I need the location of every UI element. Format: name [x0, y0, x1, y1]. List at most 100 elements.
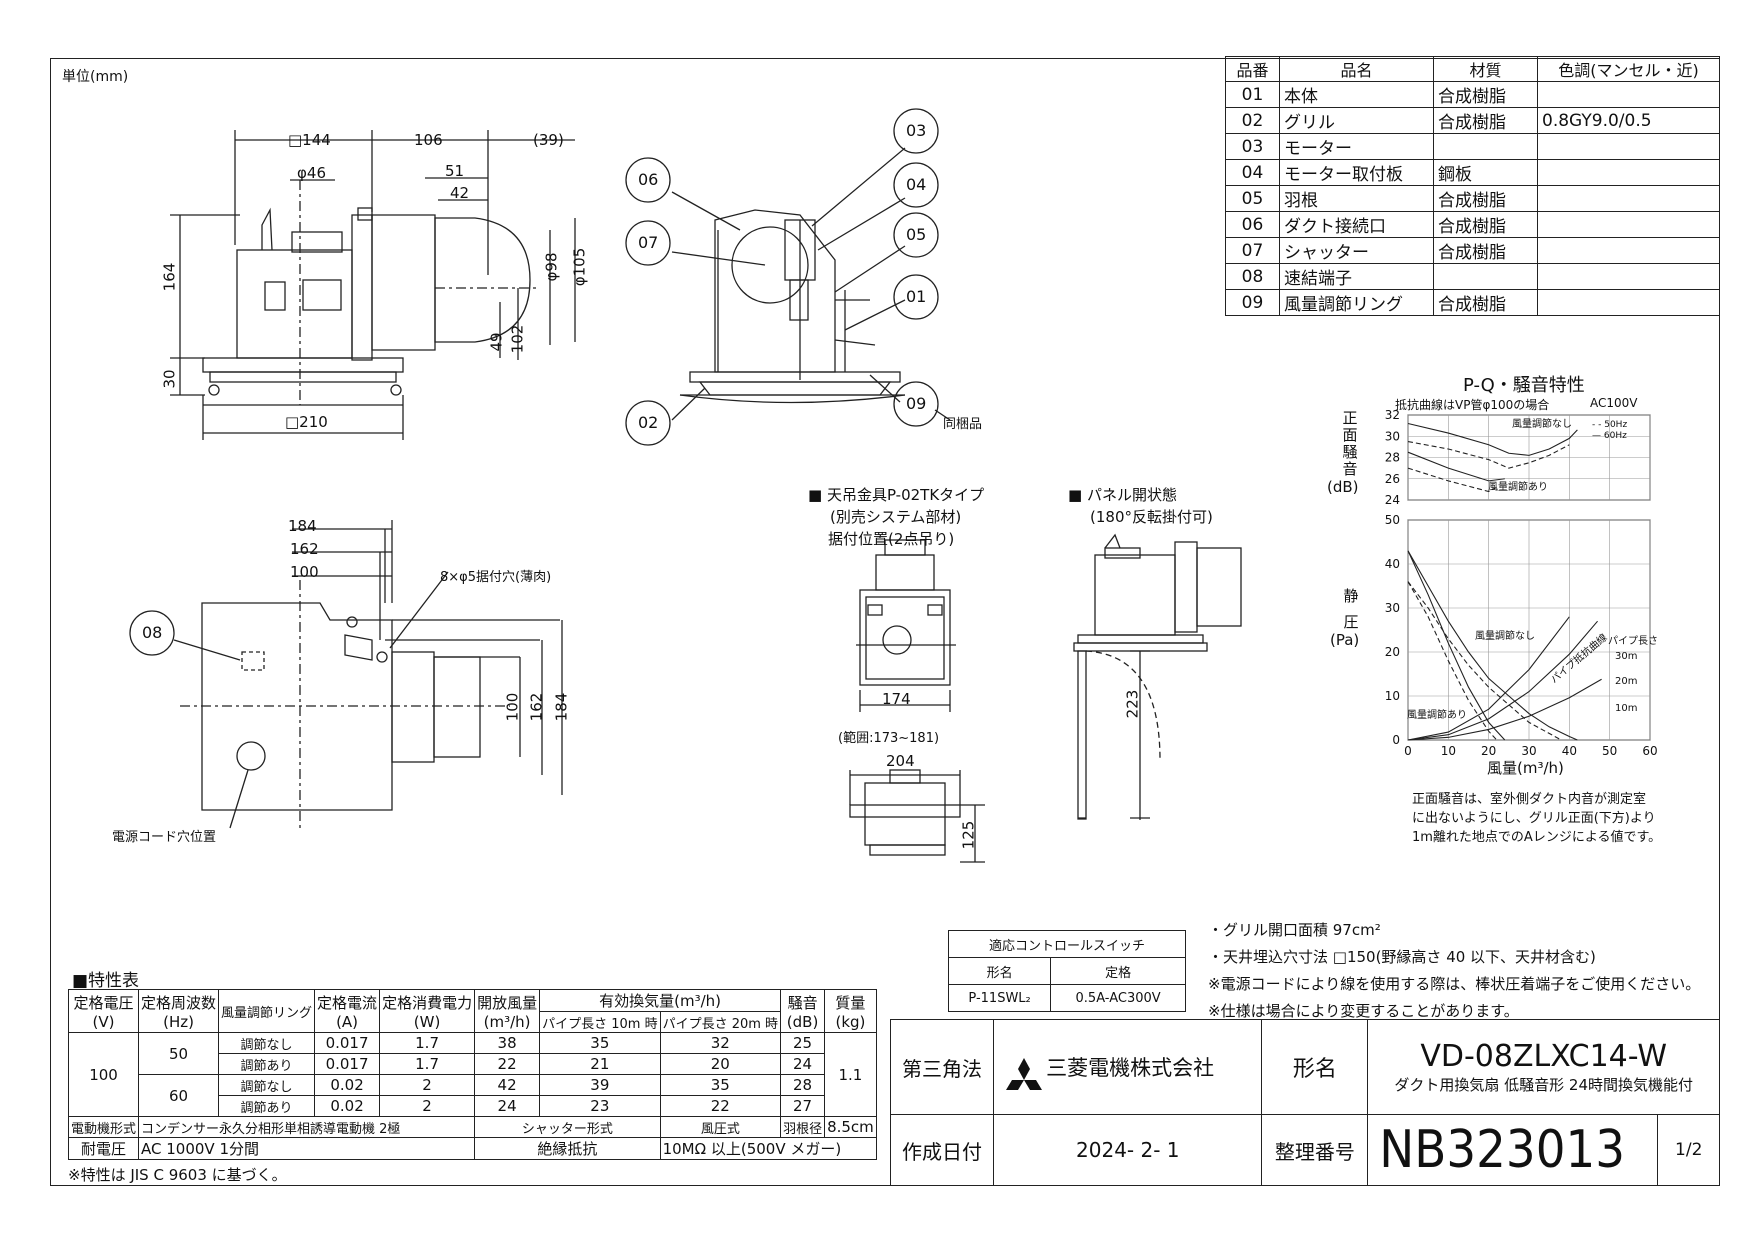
- spec-cell: 20: [659, 1053, 782, 1075]
- pq-pipe-10m: 10m: [1615, 703, 1638, 714]
- parts-cell: [1433, 133, 1538, 160]
- panel-subtitle: (180°反転掛付可): [1090, 508, 1213, 526]
- dim-label: 204: [886, 752, 915, 770]
- spec-insulation-label: 絶縁抵抗: [474, 1137, 661, 1160]
- dim-label: 164: [160, 262, 179, 292]
- table-row: 調節あり 0.017 1.7 22 21 20 24: [69, 1053, 877, 1075]
- spec-freq: 60: [138, 1074, 220, 1117]
- pq-series-line: [1407, 550, 1578, 741]
- parts-cell: 02: [1225, 107, 1280, 134]
- callout-01: 01: [906, 287, 927, 306]
- pq-series-line: [1407, 620, 1598, 741]
- spec-cell: 24: [474, 1095, 541, 1117]
- spec-cell: 0.02: [314, 1095, 381, 1117]
- spec-motor-value: コンデンサー永久分相形単相誘導電動機 2極: [138, 1116, 476, 1138]
- dim-label: □210: [285, 413, 328, 431]
- parts-header-row: 品番 品名 材質 色調(マンセル・近): [1225, 56, 1720, 82]
- spec-header: パイプ長さ 20m 時: [659, 1011, 782, 1033]
- spec-cell: 32: [659, 1032, 782, 1054]
- noise-ytick: 28: [1385, 451, 1400, 465]
- noise-ytick: 26: [1385, 472, 1400, 486]
- spec-cell: 22: [474, 1053, 541, 1075]
- top-view: [129, 520, 563, 830]
- dim-label: φ46: [297, 164, 326, 182]
- spec-voltage: 100: [67, 1032, 140, 1117]
- spec-cell: 0.017: [314, 1032, 381, 1054]
- spec-header: 開放風量(m³/h): [474, 989, 541, 1033]
- table-row: 調節あり 0.02 2 24 23 22 27: [69, 1095, 877, 1117]
- spec-header: 騒音(dB): [780, 989, 826, 1033]
- spec-ring: 調節なし: [218, 1032, 316, 1054]
- pq-ytick: 50: [1385, 513, 1400, 527]
- spec-motor-label: 電動機形式: [67, 1116, 140, 1138]
- pq-series-line: [1407, 581, 1562, 741]
- spec-header: 質量(kg): [824, 989, 877, 1033]
- cord-hole-label: 電源コード穴位置: [112, 830, 217, 845]
- spec-header: 定格消費電力(W): [379, 989, 476, 1033]
- spec-ring: 調節なし: [218, 1074, 316, 1096]
- spec-shutter-label: シャッター形式: [474, 1116, 661, 1138]
- noise-label-adjust: 風量調節あり: [1488, 482, 1548, 493]
- spec-cell: 23: [539, 1095, 661, 1117]
- table-row: 60 調節なし 0.02 2 42 39 35 28: [69, 1074, 877, 1117]
- table-row: 電動機形式 コンデンサー永久分相形単相誘導電動機 2極 シャッター形式 風圧式 …: [67, 1116, 877, 1138]
- pq-pipe-20m: 20m: [1615, 676, 1638, 687]
- spec-header: 定格周波数(Hz): [138, 989, 220, 1033]
- dim-label: 49: [487, 332, 506, 352]
- spec-header: 定格電圧(V): [67, 989, 140, 1033]
- control-col-header: 定格: [1050, 957, 1186, 985]
- spec-header: 風量調節リング: [218, 989, 316, 1033]
- dim-label: 30: [160, 369, 179, 389]
- model-number: VD-08ZLXC14-W: [1420, 1039, 1668, 1074]
- parts-cell: 風量調節リング: [1279, 289, 1434, 316]
- exploded-view: [625, 108, 951, 446]
- pq-xtick: 50: [1602, 744, 1617, 758]
- noise-legend: - - 50Hz — 60Hz: [1592, 420, 1628, 441]
- pq-ytick: 40: [1385, 557, 1400, 571]
- chart-title: P-Q・騒音特性: [1463, 375, 1585, 396]
- parts-cell: 01: [1225, 81, 1280, 108]
- pq-series-line: [1407, 616, 1570, 741]
- parts-header: 材質: [1433, 56, 1538, 82]
- page-number: 1/2: [1657, 1114, 1720, 1186]
- parts-cell: 合成樹脂: [1433, 81, 1538, 108]
- mount-hole-label: 8×φ5据付穴(薄肉): [440, 570, 552, 585]
- pq-xtick: 40: [1562, 744, 1577, 758]
- hanger-subtitle: 据付位置(2点吊り): [828, 530, 955, 548]
- chart-voltage: AC100V: [1590, 396, 1638, 410]
- dim-label: 223: [1123, 689, 1142, 719]
- parts-cell: 鋼板: [1433, 159, 1538, 186]
- pq-pipe-30m: 30m: [1615, 651, 1638, 662]
- projection-label: 第三角法: [889, 1019, 995, 1115]
- noise-ytick: 30: [1385, 429, 1400, 443]
- spec-insulation-value: 10MΩ 以上(500V メガー): [659, 1137, 877, 1160]
- pq-ytick: 30: [1385, 601, 1400, 615]
- pq-axis-unit: (Pa): [1330, 631, 1360, 649]
- parts-cell: シャッター: [1279, 237, 1434, 264]
- table-row: 耐電圧 AC 1000V 1分間 絶縁抵抗 10MΩ 以上(500V メガー): [67, 1137, 877, 1160]
- panel-view: [1073, 533, 1242, 820]
- pq-xlabel: 風量(m³/h): [1487, 759, 1564, 777]
- spec-title: ■特性表: [72, 971, 140, 991]
- callout-07: 07: [638, 233, 659, 252]
- callout-05: 05: [906, 225, 927, 244]
- spec-cell: 42: [474, 1074, 541, 1096]
- spec-ring: 調節あり: [218, 1095, 316, 1117]
- table-row: 100 50 調節なし 0.017 1.7 38 35 32 25 1.1: [67, 1032, 877, 1117]
- spec-cell: 0.02: [314, 1074, 381, 1096]
- pq-xtick: 10: [1441, 744, 1456, 758]
- pq-label-adjust: 風量調節あり: [1407, 710, 1467, 721]
- spec-header: 有効換気量(m³/h): [539, 989, 782, 1012]
- parts-cell: 本体: [1279, 81, 1434, 108]
- dim-label: (39): [533, 131, 564, 149]
- drawing-number: NB323013: [1367, 1114, 1630, 1186]
- dim-label: φ105: [570, 247, 589, 287]
- pq-series-line: [1407, 550, 1506, 741]
- callout-03: 03: [906, 121, 927, 140]
- dim-label: 184: [288, 517, 317, 535]
- spec-cell: 22: [659, 1095, 782, 1117]
- spec-cell: 1.7: [379, 1053, 476, 1075]
